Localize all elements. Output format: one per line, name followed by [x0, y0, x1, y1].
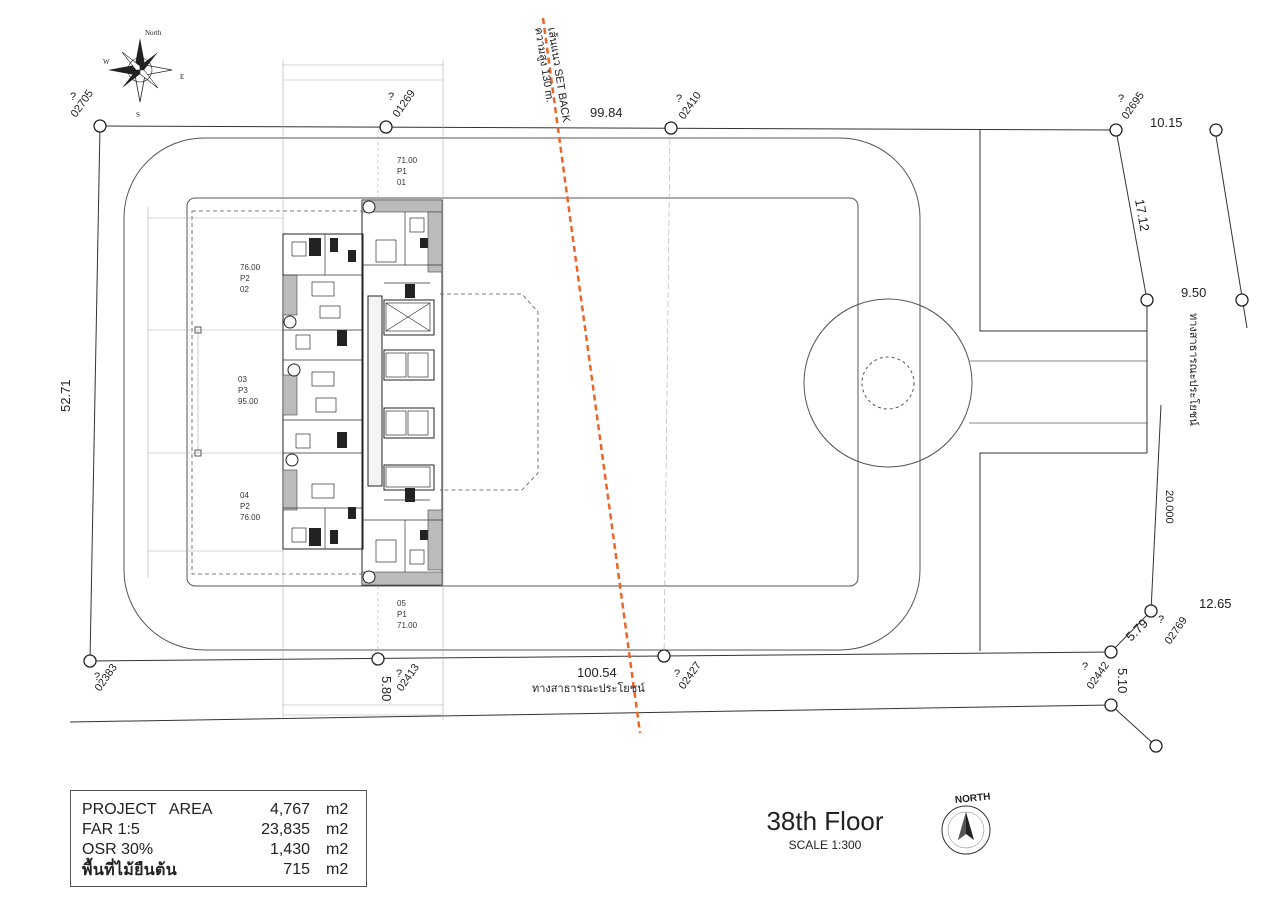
svg-text:S: S	[136, 111, 140, 119]
unit-03-type: P3	[238, 386, 248, 395]
summary-row: FAR 1:5 23,835 m2	[82, 820, 366, 840]
pt-02769: 02769	[1163, 615, 1190, 647]
summary-label: FAR 1:5	[82, 821, 140, 838]
unit-05-area: 71.00	[397, 621, 418, 630]
unit-02-area: 76.00	[240, 263, 261, 272]
summary-row: OSR 30% 1,430 m2	[82, 840, 366, 860]
summary-value: 715	[283, 861, 310, 878]
svg-text:?: ?	[396, 668, 402, 680]
road-label-bottom: ทางสาธารณะประโยชน์	[532, 681, 645, 695]
unit-01-type: P1	[397, 167, 407, 176]
svg-text:?: ?	[70, 91, 76, 103]
project-summary-table: PROJECT AREA 4,767 m2 FAR 1:5 23,835 m2 …	[70, 790, 367, 887]
summary-row: PROJECT AREA 4,767 m2	[82, 800, 366, 820]
unit-05-type: P1	[397, 610, 407, 619]
floor-scale: SCALE 1:300	[788, 838, 862, 852]
property-boundary	[69, 125, 1248, 747]
unit-labels: 71.00 P1 01 76.00 P2 02 03 P3 95.00 04 P…	[238, 156, 418, 630]
dim-20000: 20.000	[1163, 490, 1175, 524]
summary-label: OSR 30%	[82, 841, 154, 858]
compass-rose-icon	[108, 38, 173, 103]
north-arrow-label: NORTH	[954, 791, 991, 806]
north-arrow-icon	[941, 805, 991, 855]
floor-title: 38th Floor	[766, 806, 884, 836]
survey-question-marks: ? ? ? ? ? ? ? ? ?	[70, 91, 1164, 683]
unit-05-no: 05	[397, 599, 406, 608]
svg-text:?: ?	[94, 671, 100, 683]
dim-1265: 12.65	[1199, 596, 1232, 611]
unit-02-no: 02	[240, 285, 249, 294]
dim-580: 5.80	[379, 676, 394, 701]
right-blocks	[969, 130, 1148, 651]
svg-text:?: ?	[1118, 93, 1124, 105]
unit-02-type: P2	[240, 274, 250, 283]
podium-outline	[186, 197, 859, 587]
summary-unit: m2	[326, 801, 349, 818]
dim-1015: 10.15	[1150, 115, 1183, 130]
unit-04-no: 04	[240, 491, 249, 500]
unit-03-area: 95.00	[238, 397, 259, 406]
svg-text:?: ?	[676, 93, 682, 105]
summary-value: 4,767	[269, 801, 310, 818]
svg-text:E: E	[180, 73, 184, 81]
dim-510: 5.10	[1115, 668, 1130, 693]
dim-bottom: 100.54	[577, 665, 617, 680]
svg-text:North: North	[145, 29, 162, 37]
pt-02442: 02442	[1085, 660, 1112, 692]
svg-text:?: ?	[1082, 661, 1088, 673]
unit-01-area: 71.00	[397, 156, 418, 165]
unit-03-no: 03	[238, 375, 247, 384]
summary-unit: m2	[326, 821, 349, 838]
dim-1712: 17.12	[1132, 198, 1152, 233]
svg-text:W: W	[103, 58, 110, 66]
dim-left: 52.71	[58, 379, 73, 412]
svg-text:?: ?	[1158, 614, 1164, 626]
driveway-outline	[123, 137, 921, 651]
summary-label: พื้นที่ไม้ยืนต้น	[82, 860, 177, 879]
svg-text:?: ?	[388, 91, 394, 103]
dim-950: 9.50	[1181, 285, 1206, 300]
pt-01269: 01269	[391, 88, 418, 120]
svg-text:?: ?	[674, 668, 680, 680]
dim-top: 99.84	[590, 105, 623, 120]
summary-label: PROJECT AREA	[82, 801, 213, 818]
unit-04-type: P2	[240, 502, 250, 511]
roundabout	[803, 298, 973, 468]
road-label-right: ทางสาธารณะประโยชน์	[1187, 313, 1201, 426]
summary-unit: m2	[326, 841, 349, 858]
summary-unit: m2	[326, 861, 349, 878]
dim-579: 5.79	[1123, 616, 1152, 645]
setback-line	[541, 17, 642, 734]
summary-row: พื้นที่ไม้ยืนต้น 715 m2	[82, 860, 366, 880]
summary-value: 23,835	[261, 821, 310, 838]
tower-floor-plan	[282, 199, 443, 586]
compass-letters: North E W S	[103, 29, 184, 119]
unit-01-no: 01	[397, 178, 406, 187]
survey-markers	[83, 119, 1249, 753]
pt-02427: 02427	[677, 660, 704, 692]
unit-04-area: 76.00	[240, 513, 261, 522]
summary-value: 1,430	[269, 841, 310, 858]
